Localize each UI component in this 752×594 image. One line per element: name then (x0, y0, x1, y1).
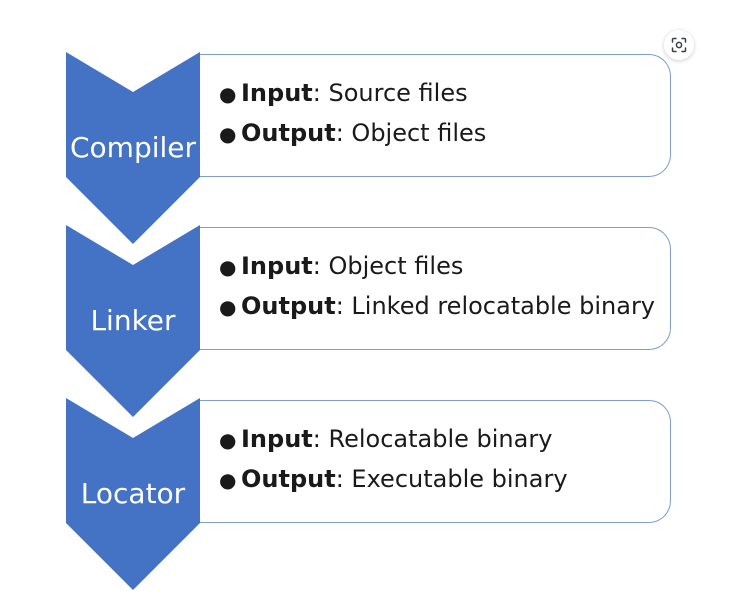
bullet-key: Input (241, 425, 313, 453)
bullet-value: Linked relocatable binary (351, 292, 656, 320)
chevron-shape (66, 398, 200, 590)
stage-details-box: ● Input: Relocatable binary ● Output: Ex… (199, 400, 671, 523)
chevron-shape (66, 52, 200, 244)
stage-details-box: ● Input: Object files ● Output: Linked r… (199, 227, 671, 350)
stage-bullet-list: ● Input: Object files ● Output: Linked r… (219, 252, 662, 332)
bullet-separator: : (335, 119, 352, 147)
stage-bullet-list: ● Input: Relocatable binary ● Output: Ex… (219, 425, 662, 505)
stage-label: Locator (80, 477, 186, 510)
bullet-output: ● Output: Executable binary (219, 465, 662, 505)
bullet-dot-icon: ● (219, 255, 237, 279)
stage-label: Compiler (69, 131, 197, 164)
bullet-input: ● Input: Object files (219, 252, 662, 292)
chevron-shape (66, 225, 200, 417)
stage-locator: ● Input: Relocatable binary ● Output: Ex… (0, 398, 752, 590)
stage-compiler: ● Input: Source files ● Output: Object f… (0, 52, 752, 244)
lens-scan-icon (671, 37, 687, 53)
image-search-button[interactable] (664, 30, 694, 60)
bullet-dot-icon: ● (219, 122, 237, 146)
bullet-key: Input (241, 252, 313, 280)
bullet-value: Object files (351, 119, 487, 147)
bullet-separator: : (335, 292, 352, 320)
bullet-value: Relocatable binary (328, 425, 553, 453)
bullet-separator: : (312, 425, 329, 453)
bullet-separator: : (335, 465, 352, 493)
bullet-input: ● Input: Relocatable binary (219, 425, 662, 465)
bullet-input: ● Input: Source files (219, 79, 662, 119)
stage-linker: ● Input: Object files ● Output: Linked r… (0, 225, 752, 417)
bullet-output: ● Output: Linked relocatable binary (219, 292, 662, 332)
bullet-key: Input (241, 79, 313, 107)
bullet-dot-icon: ● (219, 82, 237, 106)
bullet-output: ● Output: Object files (219, 119, 662, 159)
bullet-key: Output (241, 465, 336, 493)
stage-details-box: ● Input: Source files ● Output: Object f… (199, 54, 671, 177)
stage-label: Linker (90, 304, 176, 337)
bullet-separator: : (312, 252, 329, 280)
bullet-key: Output (241, 292, 336, 320)
bullet-dot-icon: ● (219, 295, 237, 319)
bullet-dot-icon: ● (219, 468, 237, 492)
bullet-separator: : (312, 79, 329, 107)
bullet-key: Output (241, 119, 336, 147)
bullet-dot-icon: ● (219, 428, 237, 452)
stage-bullet-list: ● Input: Source files ● Output: Object f… (219, 79, 662, 159)
bullet-value: Object files (328, 252, 464, 280)
bullet-value: Source files (328, 79, 468, 107)
bullet-value: Executable binary (351, 465, 568, 493)
